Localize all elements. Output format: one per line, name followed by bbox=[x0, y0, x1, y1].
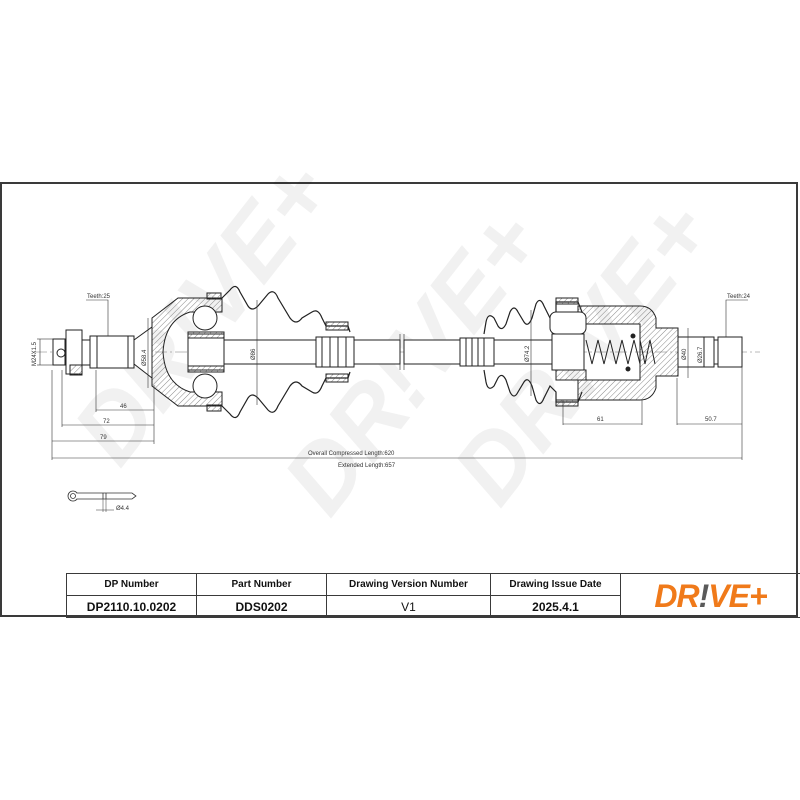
cotter-pin bbox=[67, 490, 137, 512]
overall-compressed-length: Overall Compressed Length:620 bbox=[308, 451, 395, 457]
extended-length: Extended Length:657 bbox=[338, 463, 396, 469]
issue-date-value: 2025.4.1 bbox=[490, 595, 621, 618]
dim-79-label: 79 bbox=[100, 435, 107, 441]
drive-plus-logo: DR!VE+ bbox=[654, 577, 767, 614]
dia-86-label: Ø86 bbox=[251, 348, 257, 360]
drawing-version-value: V1 bbox=[326, 595, 491, 618]
dim-61-label: 61 bbox=[597, 417, 604, 423]
main-shaft bbox=[223, 334, 555, 370]
dimension-texts: Teeth:25 Teeth:24 M24X1.5 Ø58.4 Ø86 Ø74.… bbox=[32, 294, 751, 512]
dia-26-label: Ø26.7 bbox=[698, 346, 704, 363]
header-issue-date: Drawing Issue Date bbox=[490, 573, 621, 596]
dia-58-label: Ø58.4 bbox=[142, 349, 148, 366]
right-boot bbox=[483, 297, 583, 407]
teeth-left-label: Teeth:25 bbox=[87, 294, 111, 300]
part-number-value: DDS0202 bbox=[196, 595, 327, 618]
dim-46-label: 46 bbox=[120, 404, 127, 410]
dia-40-label: Ø40 bbox=[682, 348, 688, 360]
left-boot bbox=[221, 285, 351, 419]
right-stub-shaft bbox=[677, 336, 743, 368]
dim-72-label: 72 bbox=[103, 419, 110, 425]
teeth-right-label: Teeth:24 bbox=[727, 294, 751, 300]
dim-50-7-label: 50.7 bbox=[705, 417, 717, 423]
dia-74-label: Ø74.2 bbox=[525, 345, 531, 362]
cotter-pin-dia-label: Ø4.4 bbox=[116, 506, 130, 512]
header-part-number: Part Number bbox=[196, 573, 327, 596]
title-block-table: DP Number Part Number Drawing Version Nu… bbox=[66, 573, 800, 618]
dp-number-value: DP2110.10.0202 bbox=[66, 595, 197, 618]
header-drawing-version: Drawing Version Number bbox=[326, 573, 491, 596]
logo-cell: DR!VE+ bbox=[620, 573, 800, 618]
dimension-lines bbox=[37, 299, 748, 460]
left-cv-joint bbox=[151, 292, 225, 412]
thread-label: M24X1.5 bbox=[32, 341, 38, 366]
left-stub-shaft bbox=[52, 326, 153, 380]
right-tripod-joint bbox=[549, 305, 679, 401]
header-dp-number: DP Number bbox=[66, 573, 197, 596]
